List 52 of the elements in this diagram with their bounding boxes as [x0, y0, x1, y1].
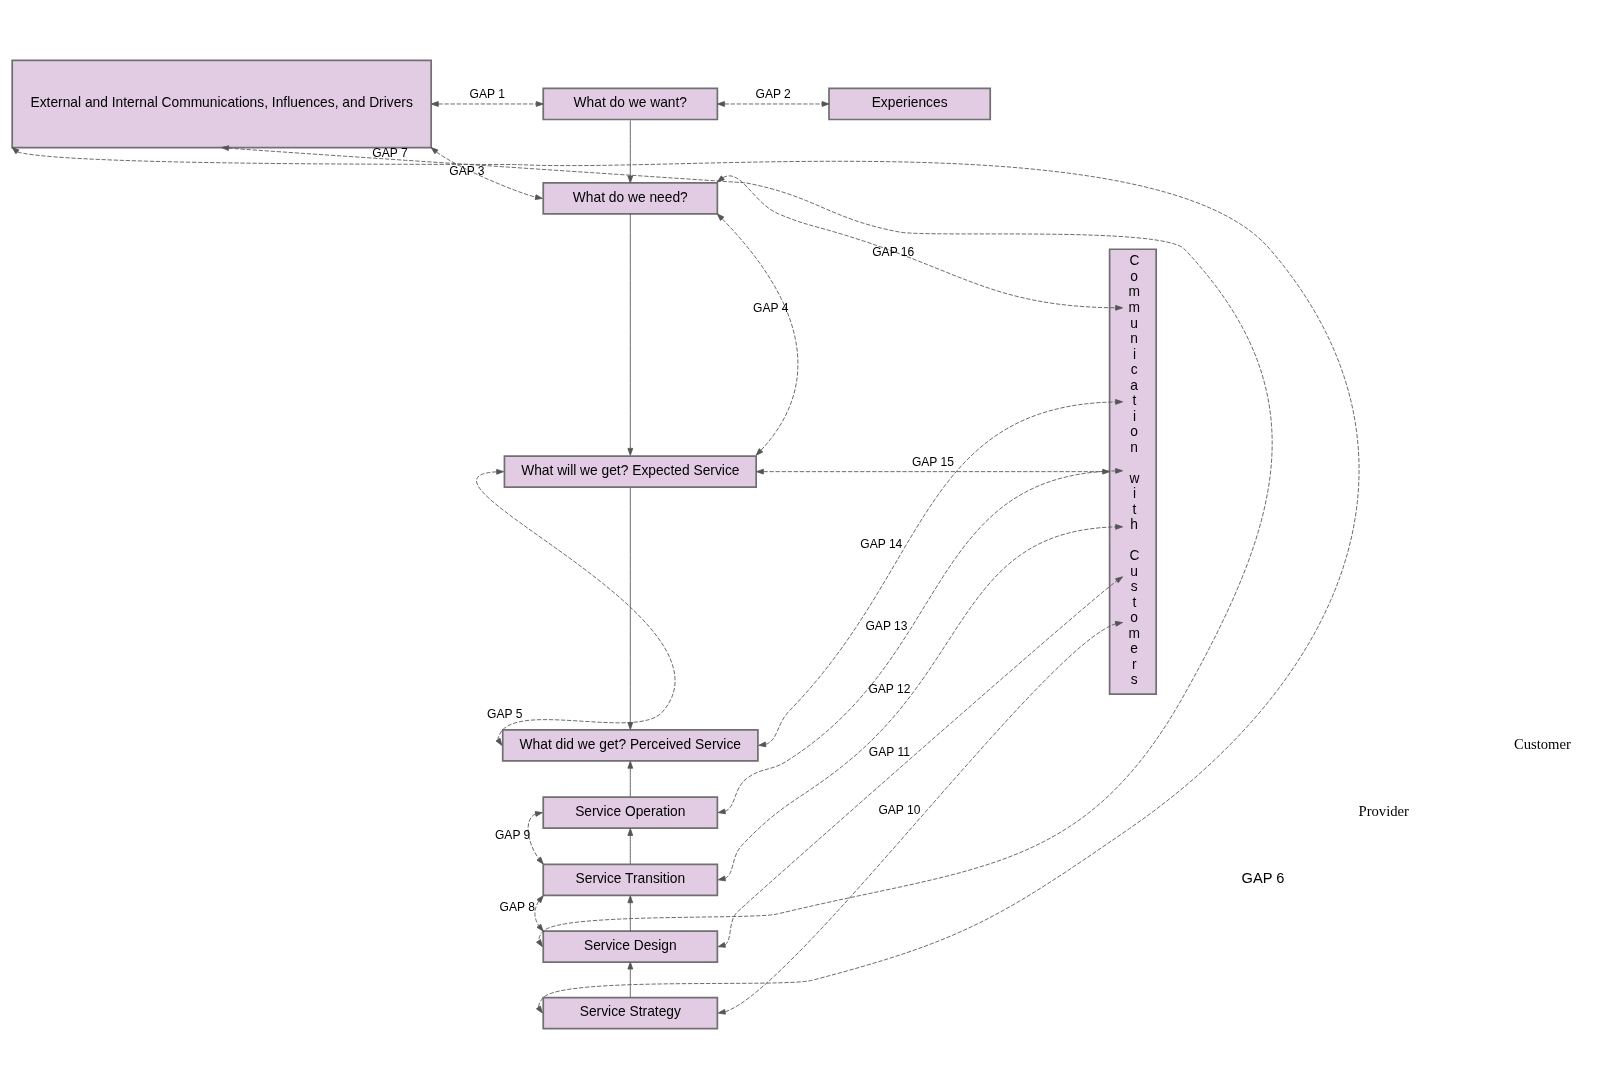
- arrow: [717, 523, 1123, 881]
- edge-label: GAP 5: [487, 706, 523, 721]
- edge-label: GAP 16: [872, 244, 915, 259]
- arrow: [430, 146, 543, 200]
- edge-label: GAP 12: [868, 681, 911, 696]
- edge-label: GAP 4: [753, 300, 789, 315]
- arrow: [11, 146, 1360, 1013]
- edge-label: GAP 2: [755, 86, 791, 101]
- node-box: External and Internal Communications, Influences, and Drivers: [11, 59, 433, 148]
- arrow: [527, 810, 544, 864]
- arrow: [756, 468, 1110, 474]
- node-box: Service Operation: [542, 795, 719, 829]
- arrow: [716, 212, 798, 456]
- label: GAP 6: [1241, 869, 1285, 886]
- node-box: What did we get? Perceived Service: [501, 728, 759, 762]
- arrow: [717, 100, 830, 107]
- arrow: [430, 100, 544, 107]
- label: Customer: [1513, 735, 1571, 752]
- edge-label: GAP 13: [865, 618, 908, 633]
- edge-label: GAP 14: [860, 536, 903, 551]
- node-box: Experiences: [828, 87, 992, 120]
- node-box: What do we want?: [542, 87, 719, 120]
- node-box: Communication with Customers: [1108, 247, 1157, 695]
- node-box: Service Design: [542, 929, 719, 963]
- edge-label: GAP 7: [372, 145, 408, 160]
- arrow: [627, 961, 634, 998]
- arrow: [717, 620, 1123, 1015]
- arrow: [716, 174, 1123, 311]
- arrow: [627, 119, 634, 183]
- edge-label: GAP 9: [495, 827, 531, 842]
- arrow: [717, 575, 1123, 948]
- edge-label: GAP 1: [469, 86, 505, 101]
- node-box: What do we need?: [542, 181, 719, 215]
- arrow: [221, 144, 1272, 947]
- arrow: [627, 487, 634, 730]
- node-box: Service Transition: [542, 862, 719, 896]
- arrow: [534, 894, 544, 932]
- edge-label: GAP 3: [449, 163, 485, 178]
- edge-label: GAP 15: [911, 454, 954, 469]
- arrow: [627, 827, 634, 864]
- label: Provider: [1358, 802, 1409, 819]
- node-box: Service Strategy: [542, 996, 719, 1029]
- arrow: [627, 894, 634, 932]
- arrow: [717, 467, 1123, 814]
- edge-label: GAP 10: [878, 802, 921, 817]
- edge-label: GAP 11: [868, 744, 910, 759]
- arrow: [477, 468, 675, 746]
- edge-label: GAP 8: [499, 899, 535, 914]
- arrow: [627, 760, 634, 797]
- arrow: [627, 212, 634, 456]
- node-box: What will we get? Expected Service: [503, 454, 757, 488]
- arrow: [758, 398, 1123, 747]
